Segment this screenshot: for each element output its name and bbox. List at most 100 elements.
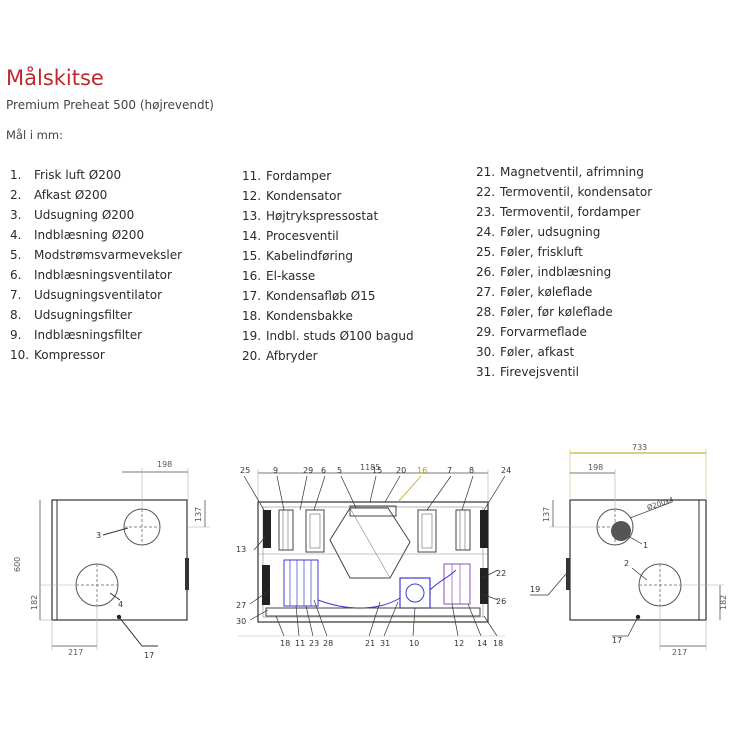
legend-number: 2. <box>10 188 22 202</box>
legend-number: 14. <box>242 229 262 243</box>
legend-number: 18. <box>242 309 262 323</box>
legend-label: Udsugningsventilator <box>34 288 163 302</box>
legend-item: 5.Modstrømsvarmeveksler <box>10 245 182 265</box>
legend-number: 11. <box>242 169 262 183</box>
legend-number: 4. <box>10 228 22 242</box>
callout-top-7: 7 <box>447 466 452 475</box>
legend-number: 16. <box>242 269 262 283</box>
callout-top-5: 5 <box>337 466 342 475</box>
legend-label: El-kasse <box>266 269 316 283</box>
legend-number: 8. <box>10 308 22 322</box>
legend-item: 20. Afbryder <box>242 346 414 366</box>
legend-label: Frisk luft Ø200 <box>34 168 122 182</box>
page-title: Målskitse <box>6 66 104 90</box>
legend-number: 23. <box>476 205 496 219</box>
legend-label: Indblæsning Ø200 <box>34 228 145 242</box>
legend-number: 22. <box>476 185 496 199</box>
legend-item: 25.Føler, friskluft <box>476 242 652 262</box>
legend-number: 28. <box>476 305 496 319</box>
legend-item: 24. Føler, udsugning <box>476 222 652 242</box>
callout-1: 1 <box>643 541 648 550</box>
legend-number: 24. <box>476 225 496 239</box>
callout-bottom-21: 21 <box>365 639 375 648</box>
legend-item: 19.Indbl. studs Ø100 bagud <box>242 326 414 346</box>
legend-label: Termoventil, kondensator <box>500 185 653 199</box>
legend-label: Udsugning Ø200 <box>34 208 135 222</box>
dimension-drawing: 198 137 600 182 217 3 4 17 1185 <box>13 443 728 660</box>
legend-item: 3.Udsugning Ø200 <box>10 205 182 225</box>
legend-number: 6. <box>10 268 22 282</box>
legend-label: Kondensator <box>266 189 342 203</box>
callout-bottom-23: 23 <box>309 639 319 648</box>
legend-column-1: 1. Frisk luft Ø200 2. Afkast Ø200 3.Udsugnin… <box>10 165 182 365</box>
legend-item: 14. Procesventil <box>242 226 414 246</box>
legend-label: Procesventil <box>266 229 339 243</box>
legend-item: 15. Kabelindføring <box>242 246 414 266</box>
right-dim-182: 182 <box>719 595 728 610</box>
callout-30: 30 <box>236 617 246 626</box>
right-dim-733: 733 <box>632 443 647 452</box>
left-dim-217: 217 <box>68 648 83 657</box>
grille-label: Ø200x4 <box>646 496 675 512</box>
dim-1185: 1185 <box>360 463 380 472</box>
left-dim-182: 182 <box>30 595 39 610</box>
legend-item: 31.Firevejsventil <box>476 362 652 382</box>
legend-label: Firevejsventil <box>500 365 579 379</box>
callout-top-9: 9 <box>273 466 278 475</box>
right-dim-137: 137 <box>542 507 551 522</box>
legend-label: Afbryder <box>266 349 318 363</box>
callout-13: 13 <box>236 545 246 554</box>
legend-column-3: 21.Magnetventil, afrimning 22. Termoventil… <box>476 162 652 382</box>
legend-item: 16. El-kasse <box>242 266 414 286</box>
legend-number: 13. <box>242 209 262 223</box>
legend-item: 4. Indblæsning Ø200 <box>10 225 182 245</box>
legend-item: 1. Frisk luft Ø200 <box>10 165 182 185</box>
legend-item: 21.Magnetventil, afrimning <box>476 162 652 182</box>
legend-item: 7. Udsugningsventilator <box>10 285 182 305</box>
callout-top-16: 16 <box>417 466 427 475</box>
legend-item: 11.Fordamper <box>242 166 414 186</box>
callout-top-25: 25 <box>240 466 250 475</box>
callout-top-20: 20 <box>396 466 406 475</box>
legend-item: 23.Termoventil, fordamper <box>476 202 652 222</box>
right-dim-217: 217 <box>672 648 687 657</box>
legend-label: Føler, indblæsning <box>500 265 612 279</box>
legend-number: 27. <box>476 285 496 299</box>
legend-label: Føler, udsugning <box>500 225 601 239</box>
legend-number: 7. <box>10 288 22 302</box>
legend-number: 1. <box>10 168 22 182</box>
callout-top-24: 24 <box>501 466 511 475</box>
legend-number: 10. <box>10 348 30 362</box>
model-subtitle: Premium Preheat 500 (højrevendt) <box>6 98 214 112</box>
legend-label: Afkast Ø200 <box>34 188 108 202</box>
callout-26: 26 <box>496 597 506 606</box>
callout-top-6: 6 <box>321 466 326 475</box>
legend-number: 30. <box>476 345 496 359</box>
legend-label: Kondensafløb Ø15 <box>266 289 376 303</box>
callout-bottom-31: 31 <box>380 639 390 648</box>
legend-label: Kabelindføring <box>266 249 353 263</box>
callout-17-left: 17 <box>144 651 154 660</box>
callout-17-right: 17 <box>612 636 622 645</box>
legend-number: 15. <box>242 249 262 263</box>
legend-item: 26.Føler, indblæsning <box>476 262 652 282</box>
callout-2: 2 <box>624 559 629 568</box>
legend-label: Indblæsningsventilator <box>34 268 172 282</box>
legend-number: 20. <box>242 349 262 363</box>
legend-number: 9. <box>10 328 22 342</box>
right-end-view: 733 198 137 182 217 Ø200x4 1 2 17 19 <box>530 443 728 657</box>
callout-19: 19 <box>530 585 540 594</box>
legend-number: 21. <box>476 165 496 179</box>
units-note: Mål i mm: <box>6 128 63 142</box>
legend-number: 5. <box>10 248 22 262</box>
callout-22: 22 <box>496 569 506 578</box>
legend-label: Kondensbakke <box>266 309 353 323</box>
left-dim-600: 600 <box>13 557 22 572</box>
legend-item: 8.Udsugningsfilter <box>10 305 182 325</box>
legend-number: 17. <box>242 289 262 303</box>
legend-number: 12. <box>242 189 262 203</box>
legend-item: 22. Termoventil, kondensator <box>476 182 652 202</box>
